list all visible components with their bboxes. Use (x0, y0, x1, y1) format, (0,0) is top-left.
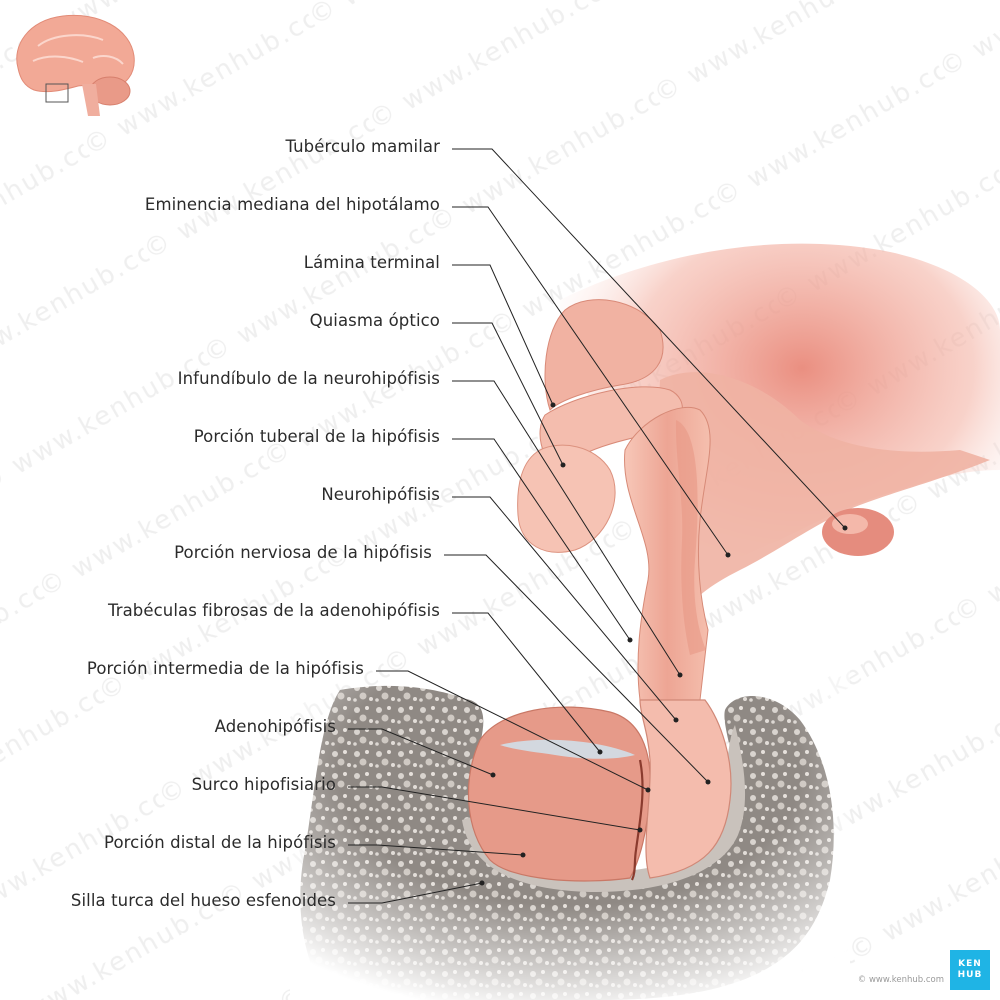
brain-gyri-icon (32, 34, 124, 65)
leader-line-infundibulo (452, 380, 681, 676)
optic-nerve (517, 444, 616, 553)
hypothalamus-floor (658, 372, 990, 620)
leader-line-silla-turca (348, 882, 483, 904)
lamina-terminalis (544, 299, 664, 411)
leader-line-porcion-nerviosa (444, 554, 709, 783)
leader-dot (677, 672, 683, 678)
brain-orientation-thumbnail (16, 14, 135, 116)
leader-line-quiasma-optico (452, 322, 564, 466)
leader-dot (490, 772, 496, 778)
leader-line-lamina-terminal (452, 264, 554, 406)
source-url: © www.kenhub.com (857, 975, 944, 985)
leader-line-neurohipofisis (452, 496, 677, 721)
label-adenohipofisis: Adenohipófisis (214, 717, 336, 736)
leader-dot (550, 402, 556, 408)
leader-dot (479, 880, 485, 886)
label-trabeculas-fibrosas: Trabéculas fibrosas de la adenohipófisis (107, 601, 440, 620)
kenhub-logo[interactable]: KEN HUB (950, 950, 990, 990)
neurohypophysis (639, 699, 732, 879)
leader-dot (627, 637, 633, 643)
infundibulum-shadow (675, 420, 706, 655)
leader-line-tuberculo-mamilar (452, 148, 846, 529)
label-porcion-tuberal: Porción tuberal de la hipófisis (193, 427, 440, 446)
leader-line-porcion-intermedia (376, 670, 649, 791)
leader-dot (637, 827, 643, 833)
leader-line-eminencia-mediana (452, 206, 729, 556)
leader-dot (520, 852, 526, 858)
label-porcion-nerviosa: Porción nerviosa de la hipófisis (174, 543, 432, 562)
logo-line-2: HUB (957, 970, 983, 980)
label-silla-turca: Silla turca del hueso esfenoides (70, 891, 336, 910)
leader-dot (645, 787, 651, 793)
leader-dot (673, 717, 679, 723)
label-eminencia-mediana: Eminencia mediana del hipotálamo (144, 195, 440, 214)
label-porcion-intermedia: Porción intermedia de la hipófisis (86, 659, 364, 678)
leader-line-trabeculas (452, 612, 601, 753)
leader-line-porcion-tuberal (452, 438, 631, 641)
mammillary-highlight (832, 514, 868, 534)
brain-stem-icon (82, 84, 100, 116)
label-surco-hipofisiario: Surco hipofisiario (191, 775, 336, 794)
leader-dot (560, 462, 566, 468)
leader-dot (705, 779, 711, 785)
label-tuberculo-mamilar: Tubérculo mamilar (285, 137, 440, 156)
logo-line-1: KEN (958, 959, 982, 969)
region-indicator-box (45, 83, 69, 103)
label-quiasma-optico: Quiasma óptico (309, 311, 440, 330)
label-lamina-terminal: Lámina terminal (303, 253, 440, 272)
label-porcion-distal: Porción distal de la hipófisis (104, 833, 336, 852)
leader-dot (597, 749, 603, 755)
label-infundibulo: Infundíbulo de la neurohipófisis (177, 369, 440, 388)
leader-dot (725, 552, 731, 558)
leader-line-adenohipofisis (348, 728, 494, 776)
leader-line-surco-hipofisiario (348, 786, 641, 831)
leader-line-porcion-distal (348, 844, 524, 856)
hypophyseal-cleft (630, 759, 644, 881)
label-neurohipofisis: Neurohipófisis (321, 485, 440, 504)
leader-dot (842, 525, 848, 531)
